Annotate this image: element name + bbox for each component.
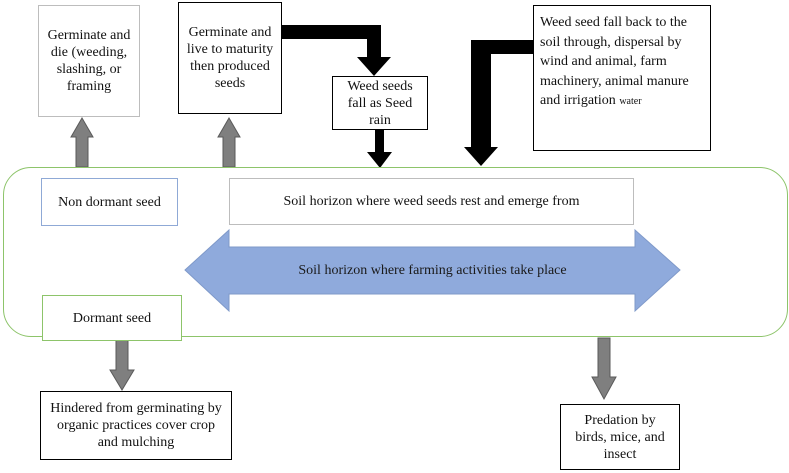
predation-text: Predation by birds, mice, and insect	[575, 412, 665, 462]
dormant-seed-box: Dormant seed	[42, 295, 182, 341]
hindered-text: Hindered from germinating by organic pra…	[50, 401, 222, 450]
germinate-and-die-box: Germinate and die (weeding, slashing, or…	[38, 5, 140, 117]
soil-rest-box: Soil horizon where weed seeds rest and e…	[229, 178, 634, 225]
seed-rain-box: Weed seeds fall as Seed rain	[332, 76, 428, 130]
fall-back-box: Weed seed fall back to the soil through,…	[533, 5, 711, 151]
farming-horizon-double-arrow	[184, 228, 681, 313]
soil-rest-text: Soil horizon where weed seeds rest and e…	[283, 194, 580, 209]
germinate-and-die-text: Germinate and die (weeding, slashing, or…	[47, 28, 131, 94]
germinate-and-live-box: Germinate and live to maturity then prod…	[178, 2, 282, 114]
dormant-seed-text: Dormant seed	[72, 310, 152, 326]
hindered-box: Hindered from germinating by organic pra…	[40, 391, 232, 460]
predation-box: Predation by birds, mice, and insect	[560, 404, 680, 470]
bent-arrow-fall-back-to-soil	[464, 40, 533, 166]
bent-arrow-to-seed-rain	[282, 25, 391, 76]
up-arrow-to-germinate-live	[217, 117, 241, 168]
soil-region	[3, 167, 788, 337]
non-dormant-seed-box: Non dormant seed	[41, 178, 178, 226]
farming-horizon-label: Soil horizon where farming activities ta…	[298, 263, 567, 278]
seed-rain-text: Weed seeds fall as Seed rain	[347, 78, 413, 128]
up-arrow-to-germinate-die	[70, 117, 94, 168]
down-arrow-to-predation	[591, 337, 617, 401]
germinate-and-live-text: Germinate and live to maturity then prod…	[186, 25, 274, 91]
fall-back-text: Weed seed fall back to the soil through,…	[540, 15, 689, 108]
fall-back-text-small: water	[619, 96, 642, 107]
non-dormant-seed-text: Non dormant seed	[58, 194, 161, 210]
down-arrow-to-hindered	[109, 337, 135, 391]
down-arrow-seed-rain-to-soil	[367, 130, 392, 168]
